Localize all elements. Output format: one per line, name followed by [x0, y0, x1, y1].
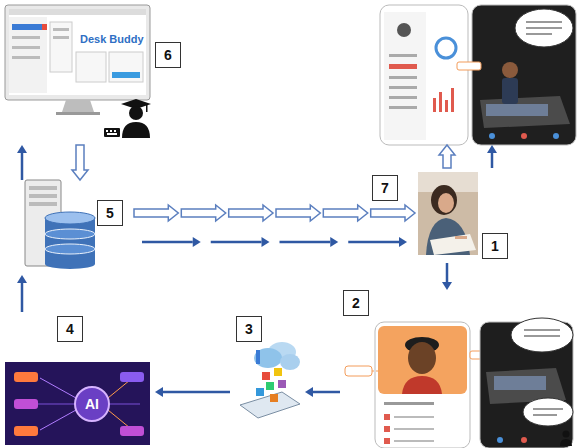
callout-number: 2: [343, 290, 369, 316]
flow-arrow: [155, 387, 230, 397]
student-icon: [104, 99, 151, 138]
hollow-arrow: [181, 205, 225, 221]
arrow-head: [17, 275, 27, 283]
component-node: 1: [415, 168, 510, 263]
app-screens: [380, 5, 576, 145]
hollow-arrow: [439, 145, 455, 168]
component-node: 2: [340, 290, 578, 446]
cloud-illustration: [240, 342, 300, 418]
callout-number: 6: [155, 42, 181, 68]
arrow-line: [348, 241, 399, 244]
flow-arrow: [72, 145, 88, 180]
component-node: 6 Desk Buddy: [5, 5, 195, 145]
arrow-head: [193, 237, 201, 247]
component-node: 5: [18, 180, 128, 275]
arrow-line: [21, 153, 24, 180]
arrow-line: [280, 241, 331, 244]
arrow-line: [491, 153, 494, 168]
component-node: 4AI: [5, 312, 155, 446]
ai-label: AI: [85, 396, 99, 412]
flow-arrow: [305, 387, 340, 397]
flow-arrow: [17, 145, 27, 180]
arrow-head: [17, 145, 27, 153]
avatar-screens: [345, 318, 573, 448]
flow-arrow: [142, 237, 407, 247]
arrow-head: [305, 387, 313, 397]
hollow-arrow: [276, 205, 320, 221]
arrow-line: [313, 391, 340, 394]
callout-number: 4: [57, 316, 83, 342]
flow-arrow: [134, 205, 415, 221]
callout-number: 7: [372, 175, 398, 201]
hollow-arrow: [134, 205, 178, 221]
arrow-line: [163, 391, 230, 394]
app-title: Desk Buddy: [80, 33, 144, 45]
arrow-head: [399, 237, 407, 247]
arrow-line: [211, 241, 262, 244]
flow-arrow: [439, 145, 455, 168]
arrow-head: [262, 237, 270, 247]
arrow-head: [330, 237, 338, 247]
arrow-head: [155, 387, 163, 397]
flow-arrow: [442, 263, 452, 290]
server-illustration: [25, 180, 95, 269]
arrow-line: [446, 263, 449, 282]
hollow-arrow: [371, 205, 415, 221]
component-node: 7: [370, 3, 578, 145]
student-photo: [418, 172, 478, 255]
callout-number: 1: [482, 233, 508, 259]
hollow-arrow: [72, 145, 88, 180]
hollow-arrow: [323, 205, 367, 221]
arrow-line: [142, 241, 193, 244]
arrow-head: [442, 282, 452, 290]
arrow-head: [487, 145, 497, 153]
monitor-illustration: [5, 5, 150, 115]
ai-illustration: [5, 362, 150, 445]
hollow-arrow: [229, 205, 273, 221]
callout-number: 3: [236, 316, 262, 342]
flow-arrow: [487, 145, 497, 168]
arrow-line: [21, 283, 24, 312]
callout-number: 5: [97, 200, 123, 226]
flow-arrow: [17, 275, 27, 312]
component-node: 3: [230, 312, 305, 422]
